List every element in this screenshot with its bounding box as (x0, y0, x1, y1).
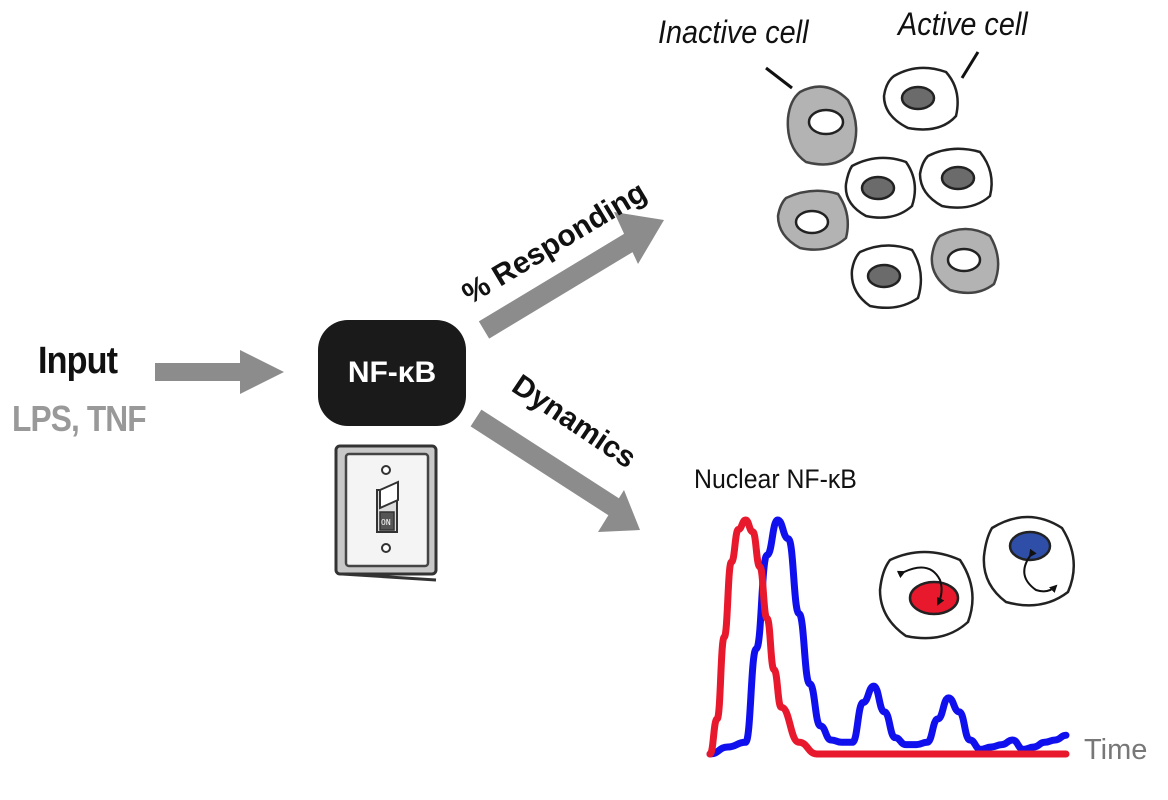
dynamics-plot (706, 516, 1070, 758)
active-pointer (960, 51, 980, 79)
trace-blue (706, 516, 1070, 758)
plot-xlabel: Time (1084, 734, 1148, 766)
cell-inactive-3 (930, 227, 1000, 295)
cell-inactive-2 (776, 189, 849, 251)
cell-active-1 (882, 66, 959, 131)
input-stimuli: LPS, TNF (12, 398, 147, 439)
nfkb-hub: NF-κB (318, 320, 466, 426)
dynamics-arrow (470, 409, 640, 532)
cell-active-4 (850, 244, 923, 309)
input-arrow (155, 350, 284, 394)
responding-arrow (478, 212, 664, 339)
inactive-pointer (765, 66, 793, 90)
inactive-cell-label: Inactive cell (658, 14, 809, 50)
cell-red-nucleus (878, 550, 974, 640)
nfkb-label: NF-κB (347, 356, 437, 389)
cell-active-3 (918, 147, 993, 209)
active-cell-label: Active cell (898, 6, 1028, 42)
cell-blue-nucleus (982, 515, 1075, 607)
cell-active-2 (844, 156, 917, 219)
switch-on-label: ON (381, 518, 391, 527)
cell-inactive-1 (786, 85, 858, 166)
input-label: Input (38, 340, 118, 382)
light-switch-icon: ON (334, 444, 438, 582)
plot-ylabel: Nuclear NF-κB (694, 464, 857, 494)
trace-red (706, 516, 1070, 758)
